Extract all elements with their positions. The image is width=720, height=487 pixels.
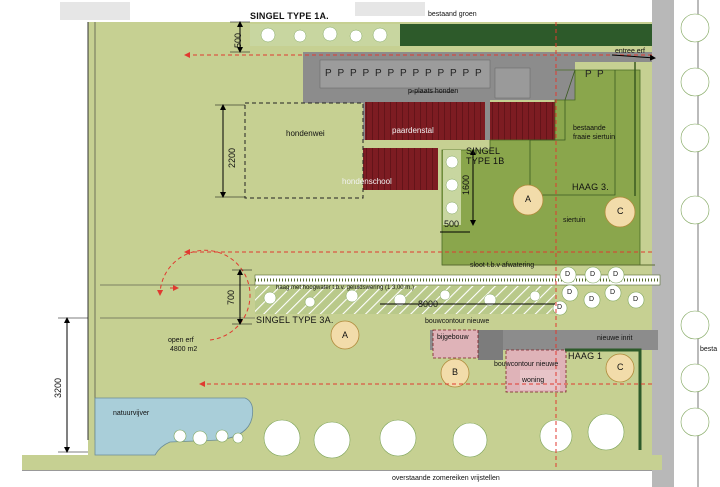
dim-3200: 3200	[53, 377, 63, 398]
label-bouwcontour-nieuwe-1: bouwcontour nieuwe	[425, 318, 490, 325]
tree-letter-a-2: A	[342, 330, 349, 340]
label-bouwcontour-nieuwe-2: bouwcontour nieuwe	[494, 361, 559, 368]
label-besta: besta	[700, 346, 718, 353]
road-right	[652, 0, 674, 487]
parking-p: P	[337, 68, 345, 79]
tree-letter-d-6: D	[610, 289, 616, 296]
neighbor-building-right	[355, 2, 425, 16]
bijgebouw-building	[432, 329, 479, 359]
siertuin-garden	[441, 69, 641, 266]
label-bestaande: bestaande	[573, 125, 606, 132]
parking-p-right-1: P	[585, 69, 592, 80]
tree-letter-d-4: D	[567, 289, 573, 296]
label-nieuwe-inrit: nieuwe inrit	[597, 335, 633, 342]
letter-trees	[330, 184, 636, 388]
label-sloot: sloot t.b.v afwatering	[470, 262, 535, 269]
label-singel-type-3a: SINGEL TYPE 3A.	[256, 315, 334, 325]
label-singel-1b-line1: SINGEL	[466, 146, 501, 156]
label-open-erf: open erf	[168, 337, 194, 344]
dim-700: 700	[226, 289, 236, 305]
tree-letter-d-1: D	[565, 271, 571, 278]
tree-letter-d-5: D	[589, 296, 595, 303]
label-p-plaats-honden: p-plaats honden	[408, 88, 459, 95]
parking-p: P	[437, 68, 445, 79]
label-haag-strook: haag met hoogwater t.b.v. geluidswering …	[276, 285, 414, 291]
bottom-tree-row	[173, 413, 625, 459]
parking-p: P	[475, 68, 482, 79]
tree-letter-b: B	[452, 367, 459, 377]
dim-500-top: 500	[233, 32, 243, 48]
parking-p: P	[325, 68, 332, 79]
label-fraaie-siertuin: fraaie siertuin	[573, 134, 616, 141]
tree-letter-d-8: D	[557, 304, 563, 311]
dim-2200: 2200	[227, 147, 237, 168]
label-hondenwei: hondenwei	[286, 129, 325, 138]
parking-p: P	[350, 68, 357, 79]
label-overstaande: overstaande zomereiken vrijstellen	[392, 475, 500, 482]
parking-p: P	[412, 68, 420, 79]
tree-letter-d-7: D	[633, 296, 639, 303]
paardenstal-building	[365, 102, 485, 140]
label-singel-1b-line2: TYPE 1B	[466, 156, 505, 166]
dim-500: 500	[444, 219, 460, 229]
label-haag-1: HAAG 1	[568, 351, 603, 361]
parking-p: P	[462, 68, 470, 79]
parking-p: P	[387, 68, 395, 79]
label-natuurvijver: natuurvijver	[113, 410, 150, 417]
parking-p: P	[425, 68, 432, 79]
parking-p: P	[362, 68, 370, 79]
parking-p: P	[400, 68, 407, 79]
dim-8000: 8000	[418, 299, 439, 309]
label-hondenschool: hondenschool	[342, 177, 392, 186]
p-plaats	[319, 59, 491, 89]
label-singel-type-1a: SINGEL TYPE 1A.	[250, 11, 329, 21]
dim-1600: 1600	[461, 174, 471, 195]
label-haag-3: HAAG 3.	[572, 182, 609, 192]
roadside-trees	[680, 13, 710, 437]
tree-letter-d-2: D	[590, 271, 596, 278]
label-bijgebouw: bijgebouw	[437, 334, 469, 341]
d-trees	[552, 266, 645, 316]
parking-p-right-2: P	[597, 69, 604, 80]
tree-letter-c-1: C	[617, 206, 624, 216]
label-woning: woning	[522, 377, 545, 384]
tree-letter-c-2: C	[617, 362, 624, 372]
label-siertuin: siertuin	[563, 217, 586, 224]
neighbor-building-left	[60, 2, 130, 20]
hedge-1a-shrubs	[260, 26, 388, 43]
parking-p: P	[450, 68, 457, 79]
tree-letter-d-3: D	[613, 271, 619, 278]
label-bestaand-groen: bestaand groen	[428, 11, 477, 18]
label-paardenstal: paardenstal	[392, 126, 434, 135]
label-entree-erf: entree erf	[615, 48, 645, 55]
tree-letter-a-1: A	[525, 194, 532, 204]
label-open-erf-area: 4800 m2	[170, 346, 198, 353]
parking-p: P	[375, 68, 382, 79]
hondenwei-paddock	[244, 102, 364, 199]
